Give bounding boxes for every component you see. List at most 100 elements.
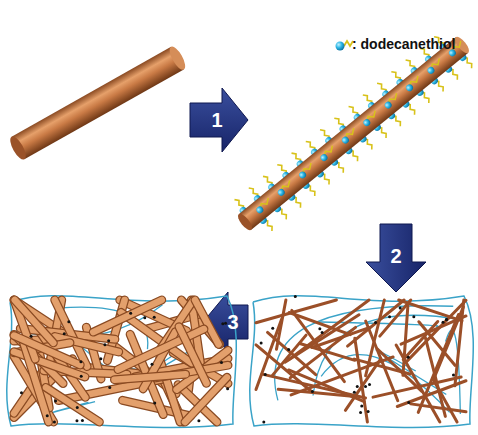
nanowire bbox=[354, 359, 410, 374]
particle bbox=[63, 332, 66, 335]
particle bbox=[221, 322, 224, 325]
coated-nanowire bbox=[227, 24, 478, 243]
particle bbox=[108, 386, 111, 389]
particle bbox=[445, 318, 448, 321]
coated-wire bbox=[46, 387, 100, 422]
coated-wire bbox=[114, 374, 185, 380]
coated-wire bbox=[195, 300, 218, 344]
particle bbox=[311, 390, 314, 393]
particle bbox=[67, 320, 70, 323]
nanowire bbox=[289, 312, 350, 334]
coated-wire bbox=[93, 300, 161, 332]
coated-wire bbox=[179, 327, 206, 383]
particle bbox=[399, 307, 402, 310]
thiol-head bbox=[362, 118, 372, 128]
particle bbox=[20, 391, 23, 394]
nanowire bbox=[366, 300, 385, 376]
particle bbox=[359, 411, 362, 414]
particle bbox=[75, 419, 78, 422]
particle bbox=[151, 363, 154, 366]
coated-wire bbox=[14, 336, 80, 365]
particle bbox=[54, 400, 57, 403]
particle bbox=[407, 356, 410, 359]
particle bbox=[153, 402, 156, 405]
thiol-head bbox=[405, 83, 415, 93]
particle bbox=[81, 419, 84, 422]
thiol-head bbox=[276, 188, 286, 198]
particle bbox=[220, 361, 223, 364]
process-arrow bbox=[190, 88, 248, 152]
thiol-head bbox=[298, 170, 308, 180]
particle bbox=[53, 421, 56, 424]
particle bbox=[353, 391, 356, 394]
particle bbox=[360, 404, 363, 407]
particle bbox=[260, 342, 263, 345]
nanowire bbox=[403, 321, 437, 359]
nanowire bbox=[355, 338, 368, 422]
particle bbox=[153, 316, 156, 319]
particle bbox=[271, 327, 274, 330]
particle bbox=[80, 375, 83, 378]
particle bbox=[76, 406, 79, 409]
particle bbox=[143, 316, 146, 319]
swollen-network bbox=[7, 296, 237, 428]
thiol-head bbox=[383, 100, 393, 110]
step-number: 3 bbox=[218, 310, 248, 334]
particle bbox=[442, 321, 445, 324]
particle bbox=[368, 383, 371, 386]
nanowire bbox=[285, 315, 359, 362]
particle bbox=[226, 387, 229, 390]
particle bbox=[445, 318, 448, 321]
coated-wire bbox=[195, 300, 218, 344]
particle bbox=[264, 373, 267, 376]
particle bbox=[46, 414, 49, 417]
nanowire bbox=[256, 300, 336, 323]
thiol-head bbox=[319, 153, 329, 163]
particle bbox=[262, 421, 265, 424]
nanowire bbox=[292, 310, 345, 381]
particle bbox=[30, 335, 33, 338]
particle bbox=[287, 348, 290, 351]
nanowire bbox=[419, 322, 455, 366]
thiol-head bbox=[255, 205, 265, 215]
particle bbox=[356, 385, 359, 388]
particle bbox=[388, 315, 391, 318]
coated-wire bbox=[114, 374, 185, 380]
particle bbox=[129, 312, 132, 315]
particle bbox=[321, 331, 324, 334]
particle bbox=[364, 385, 367, 388]
particle bbox=[197, 419, 200, 422]
nanowire bbox=[397, 381, 466, 407]
coated-wire bbox=[179, 327, 206, 383]
particle bbox=[224, 322, 227, 325]
particle bbox=[294, 295, 297, 298]
particle bbox=[103, 343, 106, 346]
particle bbox=[367, 410, 370, 413]
particle bbox=[452, 374, 455, 377]
nanowire bbox=[411, 404, 466, 412]
nanowire bbox=[403, 306, 408, 376]
molecule-icon bbox=[336, 41, 354, 51]
nanowire-network bbox=[250, 295, 474, 427]
step-number: 1 bbox=[202, 108, 232, 132]
nanowire bbox=[272, 335, 306, 375]
particle bbox=[99, 357, 102, 360]
coated-wire bbox=[14, 336, 80, 365]
nanowire bbox=[262, 374, 365, 398]
coated-wire bbox=[46, 387, 100, 422]
legend-text: : dodecanethiol bbox=[352, 36, 455, 52]
particle bbox=[374, 321, 377, 324]
copper-nanowire bbox=[7, 44, 188, 161]
particle bbox=[412, 315, 415, 318]
coated-wire bbox=[93, 300, 161, 332]
thiol-head bbox=[426, 66, 436, 76]
step-number: 2 bbox=[381, 244, 411, 268]
polymer-chain bbox=[7, 296, 237, 428]
particle bbox=[407, 401, 410, 404]
polymer-chain bbox=[250, 296, 474, 428]
process-arrow bbox=[366, 224, 426, 292]
particle bbox=[79, 360, 82, 363]
thiol-head bbox=[341, 135, 351, 145]
particle bbox=[318, 327, 321, 330]
